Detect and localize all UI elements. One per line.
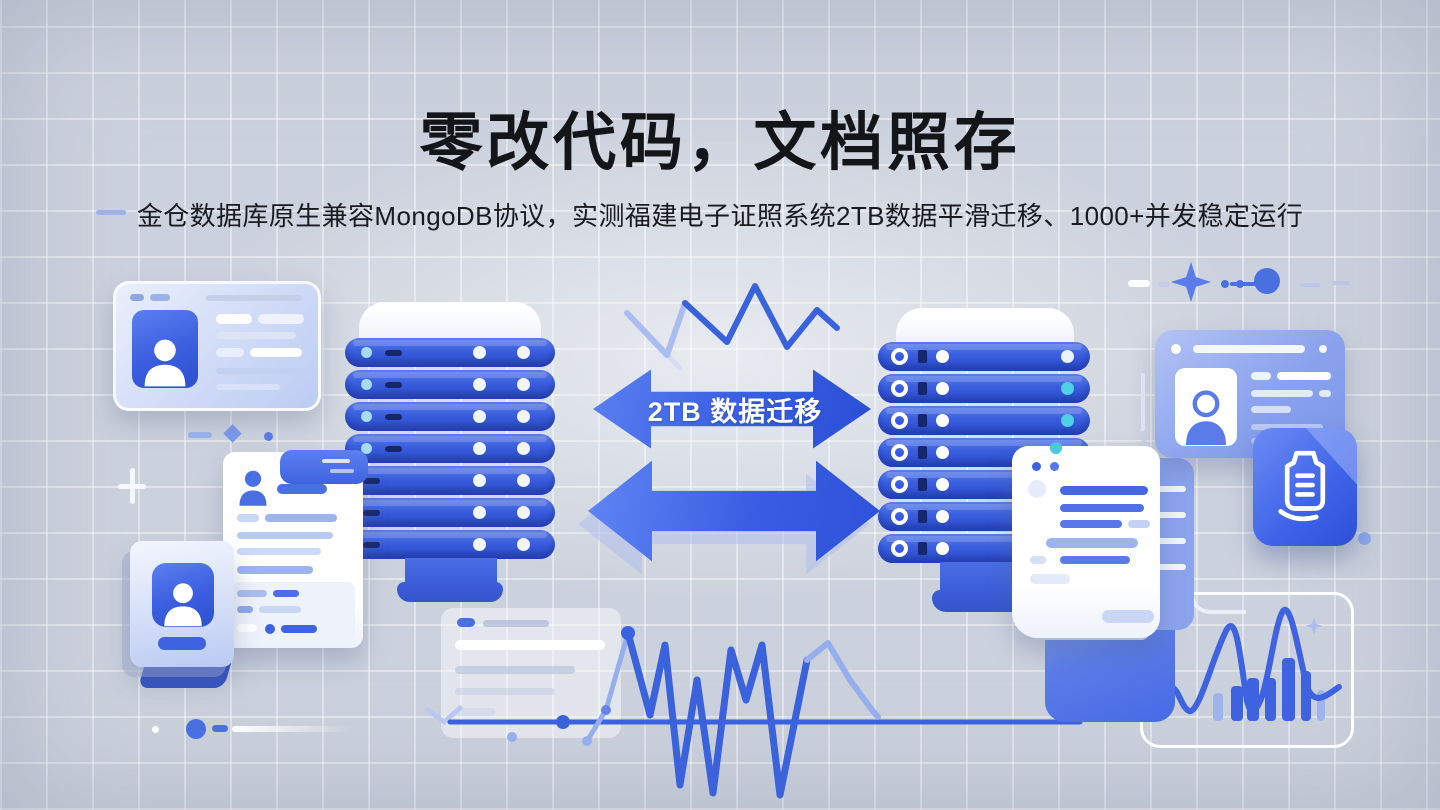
certificate-icon (1278, 450, 1326, 522)
decor-dash (188, 432, 212, 438)
server-row (878, 342, 1090, 371)
decor-dash-blue (212, 725, 228, 732)
server-base (405, 558, 497, 586)
text-line (258, 314, 304, 324)
cyan-accent-dot (1050, 442, 1062, 454)
decor-diamond (223, 424, 242, 443)
text-line (216, 332, 296, 339)
decor-plus (118, 468, 146, 504)
timeline-line (1230, 282, 1260, 286)
text-line (1030, 574, 1070, 584)
doc-section (231, 582, 355, 640)
server-foot (932, 590, 1036, 612)
server-row (345, 434, 555, 463)
text-line (1060, 556, 1130, 564)
server-row (345, 466, 555, 495)
server-row (345, 338, 555, 367)
decor-dot-blue (186, 719, 206, 739)
decor-dot (1141, 440, 1147, 446)
faded-card (441, 608, 621, 738)
text-line (1060, 504, 1144, 512)
server-row (345, 530, 555, 559)
server-row (345, 370, 555, 399)
timeline-dot (1236, 280, 1244, 288)
decor-fade-line (232, 726, 352, 732)
decor-dot (264, 432, 273, 441)
server-row (878, 374, 1090, 403)
timeline-dot (1221, 280, 1229, 288)
page-title: 零改代码，文档照存 (419, 108, 1021, 178)
text-line (265, 514, 337, 522)
text-line (1128, 520, 1150, 528)
text-line (237, 514, 259, 522)
wave-chart (425, 626, 1083, 799)
header-line (206, 295, 302, 301)
timeline-dash-white (1128, 280, 1150, 287)
text-line (216, 368, 304, 374)
person-outline-icon (1186, 390, 1226, 445)
migration-arrow-label: 2TB 数据迁移 (647, 396, 823, 427)
text-line (216, 314, 252, 324)
badge-card (130, 541, 234, 667)
subtitle-dash-decor (96, 210, 126, 215)
text-line (1030, 556, 1046, 564)
server-foot (397, 582, 503, 602)
doc-tab (280, 450, 368, 484)
window-pill (130, 294, 144, 301)
text-line (1060, 520, 1122, 528)
sparkle-icon (1305, 617, 1323, 635)
server-row (345, 498, 555, 527)
timeline-dash (1300, 283, 1320, 287)
timeline-dash (1332, 281, 1350, 285)
profile-card (113, 281, 321, 411)
decor-dot-small (152, 726, 159, 733)
text-line (216, 348, 244, 357)
text-line (250, 348, 302, 357)
scroll-document (1012, 446, 1160, 638)
slide-subtitle: 金仓数据库原生兼容MongoDB协议，实测福建电子证照系统2TB数据平滑迁移、1… (136, 201, 1304, 231)
bar-line-chart (1140, 592, 1354, 748)
avatar-frame (1175, 368, 1237, 446)
server-row (345, 402, 555, 431)
avatar (152, 563, 214, 627)
badge-pill (158, 637, 206, 650)
decor-vline (1141, 373, 1145, 431)
certificate-tile (1253, 428, 1357, 546)
timeline-node (1254, 268, 1280, 294)
server-row (878, 406, 1090, 435)
text-pill (1102, 610, 1154, 623)
document-card (223, 452, 363, 648)
person-icon (164, 583, 202, 627)
server-stack-left (345, 300, 555, 610)
right-profile-card (1155, 330, 1345, 458)
text-line (237, 548, 321, 555)
timeline-dash (1158, 282, 1170, 287)
text-line (1060, 486, 1148, 495)
person-icon (144, 339, 186, 387)
text-line (277, 484, 327, 494)
zigzag-sparkline (624, 283, 840, 371)
sparkle-icon (1170, 261, 1212, 303)
window-pill (150, 294, 170, 301)
decor-dot (1358, 532, 1371, 545)
text-line (216, 384, 280, 390)
avatar (132, 310, 198, 388)
text-line (1046, 538, 1138, 548)
text-line (237, 532, 333, 539)
person-icon (235, 466, 271, 506)
text-line (237, 566, 313, 574)
